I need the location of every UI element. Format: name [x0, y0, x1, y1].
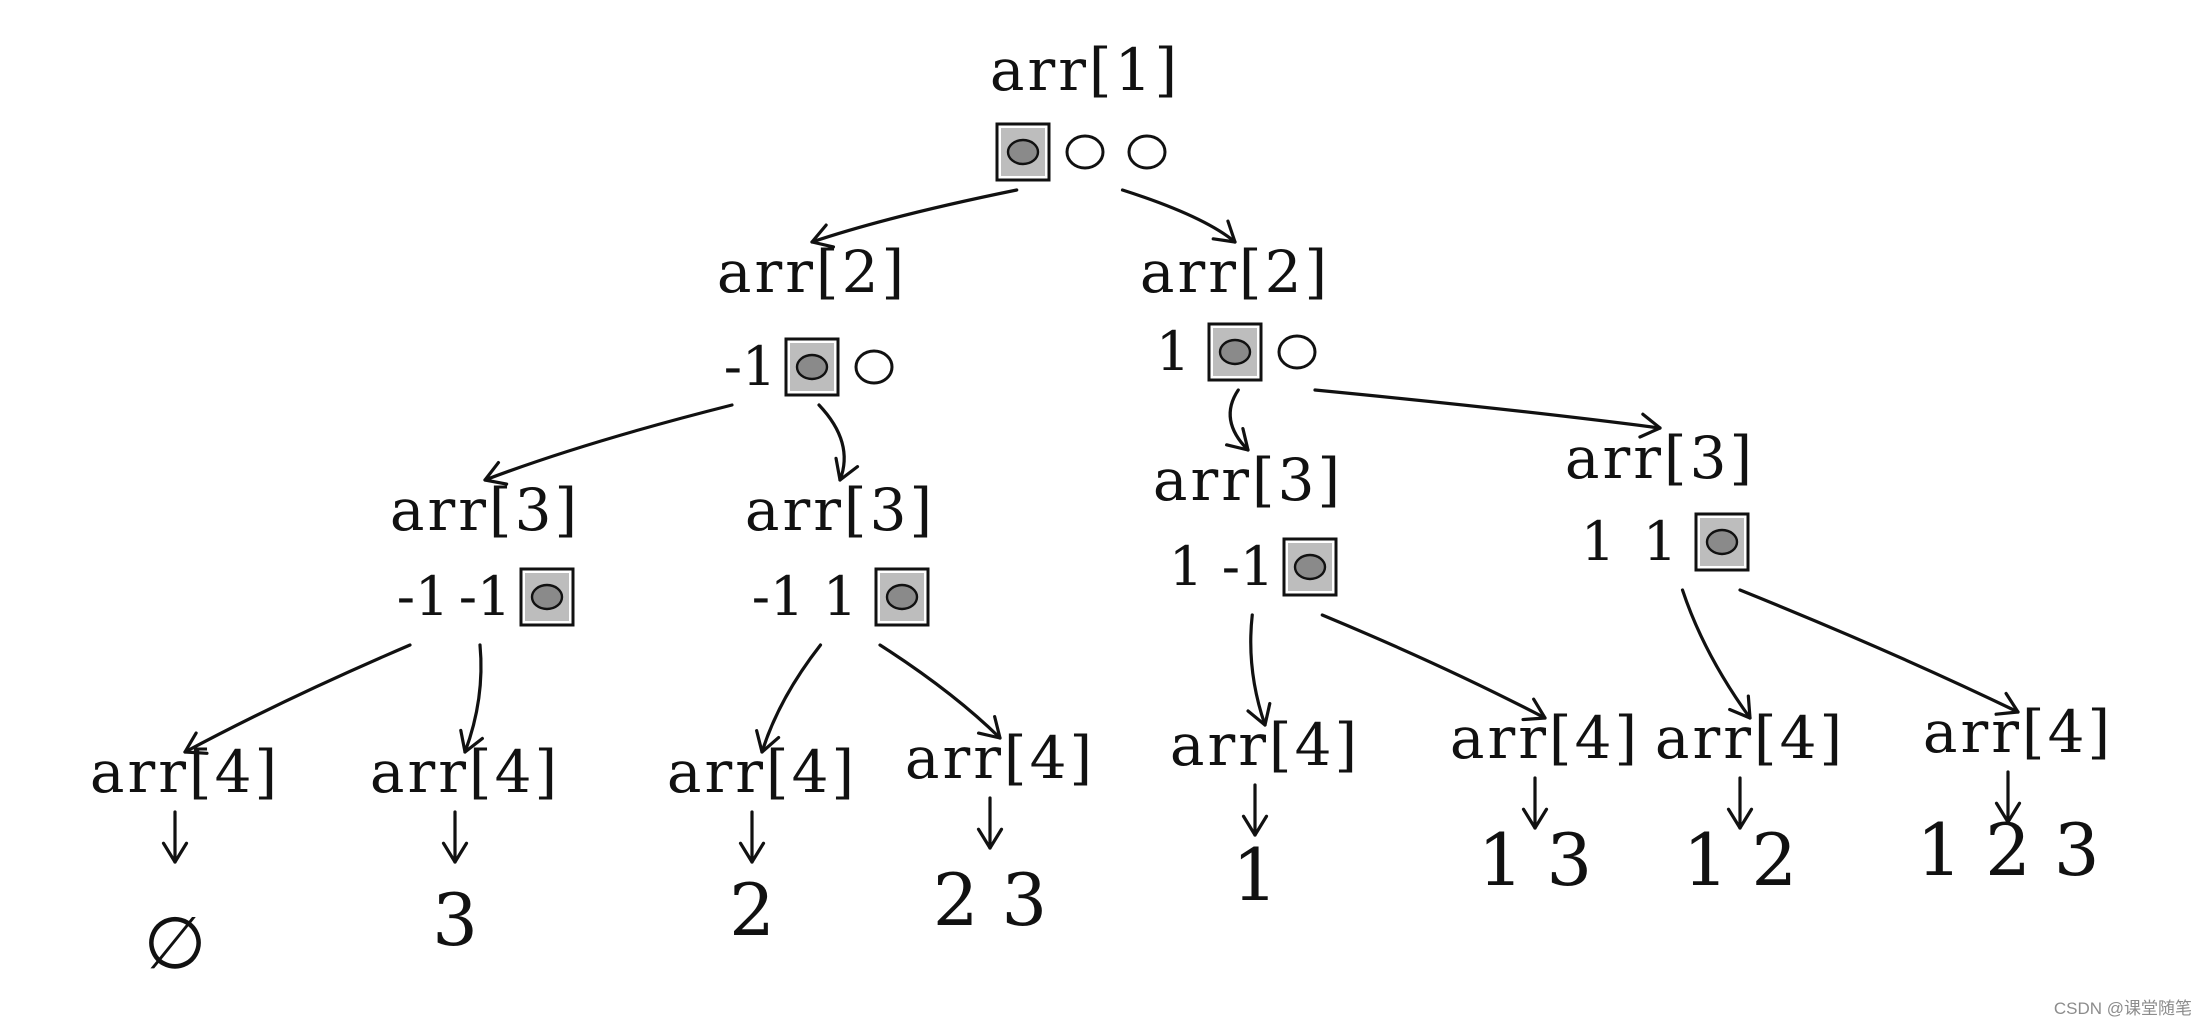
tree-node: arr[4] ∅ [90, 738, 280, 985]
subset-result: 1 3 [1478, 818, 1593, 902]
selected-marker-icon [885, 583, 919, 611]
node-label: arr[3] [390, 476, 580, 544]
state-value: ● [1286, 535, 1333, 598]
tree-edge-arrow [1320, 613, 1547, 722]
tree-edge-arrow [1225, 388, 1250, 452]
node-label: arr[4] [667, 738, 857, 806]
tree-edge-arrow [817, 403, 860, 482]
state-value: -1 [1222, 535, 1275, 598]
tree-node: arr[4] 3 [370, 738, 560, 962]
tree-node: arr[4] 1 2 [1655, 704, 1845, 902]
tree-edge-arrow [441, 810, 469, 864]
state-value: 1 [1156, 320, 1190, 383]
tree-edge-arrow [183, 643, 412, 755]
zero-circle-icon [1127, 134, 1167, 170]
tree-edge-arrow [810, 188, 1019, 249]
tree-node: arr[2] -1● 0 [717, 238, 907, 398]
state-value: 1 [1169, 535, 1203, 598]
selected-marker-icon [530, 583, 564, 611]
node-label: arr[4] [905, 724, 1095, 792]
node-label: arr[2] [1140, 238, 1330, 306]
state-value: ● [999, 120, 1046, 183]
subset-result: 1 [1232, 833, 1278, 917]
tree-edge-arrow [1726, 776, 1754, 830]
subset-result: 3 [432, 878, 478, 962]
state-value: 1 [823, 565, 857, 628]
node-label: arr[4] [1655, 704, 1845, 772]
tree-node: arr[3] 1 -1● [1153, 446, 1343, 598]
tree-edge-arrow [878, 643, 1002, 740]
selected-marker-icon [1006, 138, 1040, 166]
edges-layer [161, 188, 2022, 864]
tree-edge-arrow [161, 810, 189, 864]
tree-edge-arrow [1313, 388, 1662, 439]
tree-node: arr[4] 2 3 [905, 724, 1095, 942]
subset-result: 1 2 3 [1916, 808, 2099, 892]
tree-node: arr[4] 1 3 [1450, 704, 1640, 902]
state-value: 0 [1068, 120, 1102, 183]
state-value: ● [878, 565, 925, 628]
subset-result: ∅ [144, 901, 207, 985]
tree-edge-arrow [459, 643, 484, 754]
node-label: arr[1] [990, 36, 1180, 104]
zero-circle-icon [854, 349, 894, 385]
state-value: -1 [397, 565, 450, 628]
state-value: 0 [1130, 120, 1164, 183]
state-value: 0 [857, 335, 891, 398]
tree-edge-arrow [738, 810, 766, 864]
selected-marker-icon [1293, 553, 1327, 581]
state-value: ● [523, 565, 570, 628]
node-label: arr[3] [1153, 446, 1343, 514]
tree-node: arr[4] 1 [1170, 711, 1360, 917]
tree-edge-arrow [1241, 783, 1269, 837]
state-value: ● [1211, 320, 1258, 383]
tree-edge-arrow [1680, 588, 1752, 720]
node-label: arr[4] [1170, 711, 1360, 779]
state-value: -1 [752, 565, 805, 628]
tree-node: arr[3] -1 1 ● [745, 476, 935, 628]
tree-node: arr[2] 1 ● 0 [1140, 238, 1330, 383]
state-value: 0 [1280, 320, 1314, 383]
state-value: ● [1698, 510, 1745, 573]
subset-result: 2 3 [933, 858, 1048, 942]
tree-edge-arrow [1521, 776, 1549, 830]
watermark: CSDN @课堂随笔 [2053, 999, 2192, 1018]
tree-edge-arrow [1246, 613, 1272, 727]
state-value: ● [788, 335, 835, 398]
selected-marker-icon [795, 353, 829, 381]
node-label: arr[4] [1923, 698, 2113, 766]
node-label: arr[4] [90, 738, 280, 806]
tree-edge-arrow [755, 643, 823, 754]
tree-edge-arrow [1738, 588, 2020, 716]
zero-circle-icon [1065, 134, 1105, 170]
tree-node: arr[4] 2 [667, 738, 857, 952]
node-label: arr[4] [370, 738, 560, 806]
node-label: arr[2] [717, 238, 907, 306]
subset-result: 1 2 [1683, 818, 1798, 902]
node-label: arr[3] [1565, 424, 1755, 492]
state-value: -1 [724, 335, 777, 398]
tree-edge-arrow [1120, 188, 1237, 244]
tree-node: arr[3]-1-1● [390, 476, 580, 628]
selected-marker-icon [1705, 528, 1739, 556]
zero-circle-icon [1277, 334, 1317, 370]
state-value: 1 [1643, 510, 1677, 573]
selected-marker-icon [1218, 338, 1252, 366]
tree-edge-arrow [976, 796, 1004, 850]
state-value: 1 [1581, 510, 1615, 573]
node-label: arr[4] [1450, 704, 1640, 772]
tree-edge-arrow [483, 403, 734, 486]
tree-edge-arrow [1994, 770, 2022, 824]
subset-result: 2 [729, 868, 775, 952]
tree-node: arr[4] 1 2 3 [1916, 698, 2113, 892]
node-label: arr[3] [745, 476, 935, 544]
state-value: -1 [459, 565, 512, 628]
